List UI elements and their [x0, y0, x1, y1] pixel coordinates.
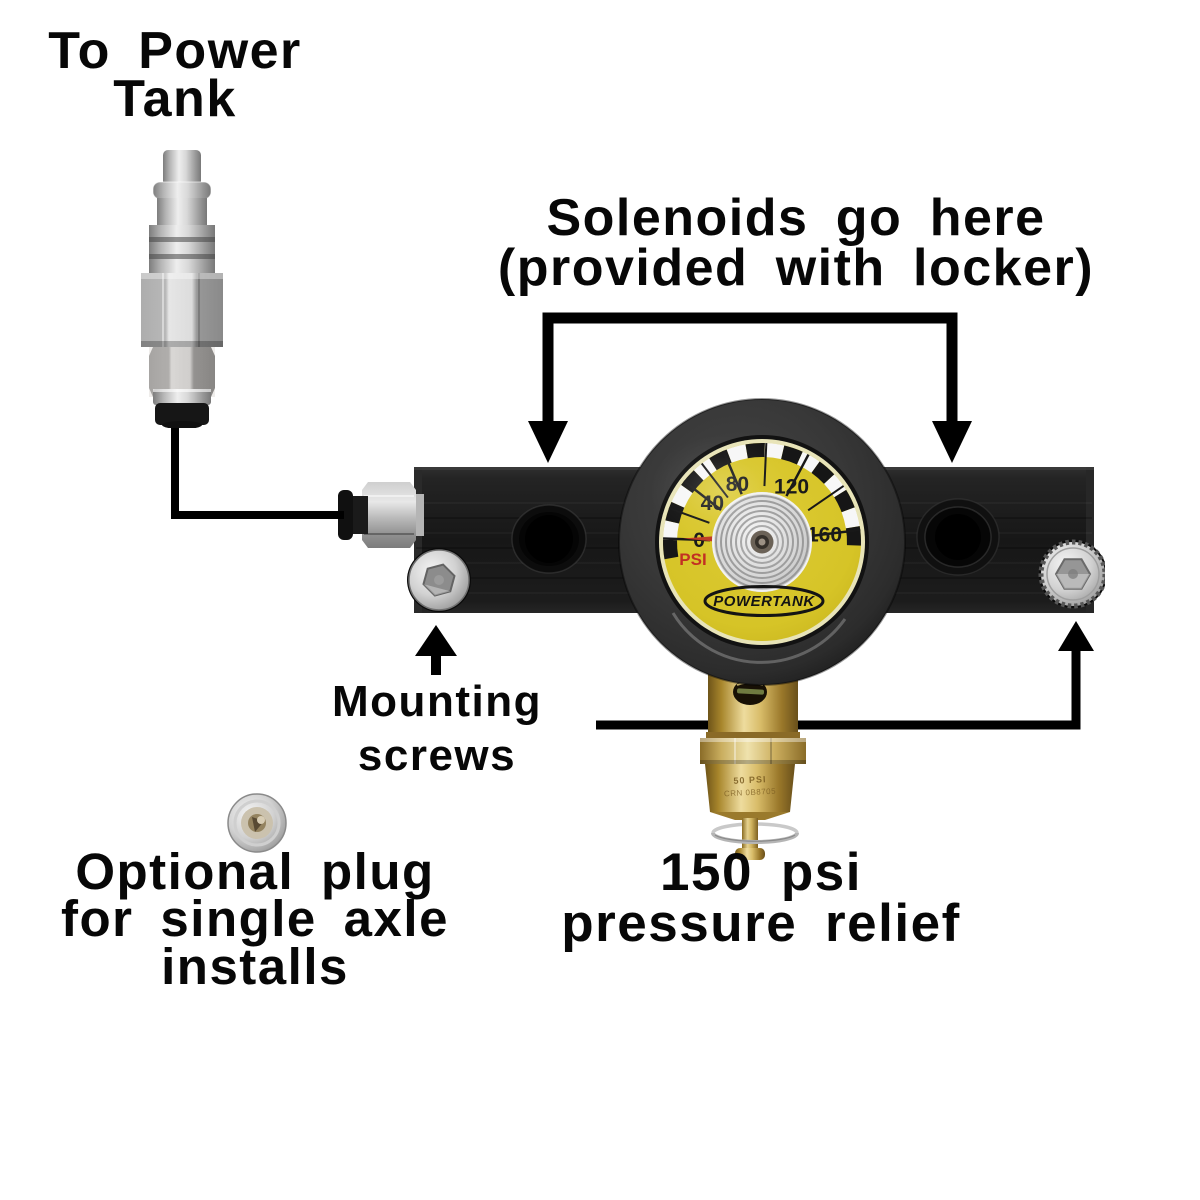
push-connect-fitting	[338, 482, 424, 548]
valve-engraving-2: CRN 0B8705	[724, 787, 777, 799]
label-line: Mounting	[332, 677, 542, 726]
label-optional-plug: Optional plug for single axle installs	[12, 843, 498, 995]
glass-reflection	[650, 435, 790, 545]
label-solenoids: Solenoids go here (provided with locker)	[418, 189, 1174, 298]
optional-plug-illustration	[227, 793, 287, 853]
label-to-power-tank: To Power Tank	[8, 22, 342, 128]
gauge-brand-text: POWERTANK	[713, 593, 815, 610]
label-line: installs	[161, 937, 349, 995]
label-line: for single axle	[61, 890, 449, 948]
mounting-arrowhead-left	[415, 625, 457, 656]
power-tank-connector-line	[171, 419, 344, 519]
label-line: screws	[357, 730, 517, 780]
label-line: Solenoids go here	[546, 189, 1046, 247]
mounting-screw-right	[1038, 539, 1105, 609]
quick-connect-fitting-illustration	[141, 150, 223, 428]
solenoid-port-left	[511, 504, 587, 574]
valve-engraving-1: 50 PSI	[733, 774, 767, 786]
label-pressure-relief: 150 psi pressure relief	[478, 843, 1044, 953]
solenoid-arrowhead-left	[528, 421, 568, 463]
label-line: Tank	[113, 69, 237, 128]
gauge-tick-label: 160	[807, 523, 842, 546]
solenoid-bracket-line	[542, 312, 958, 424]
solenoid-arrowhead-right	[932, 421, 972, 463]
label-line: Optional plug	[75, 843, 435, 900]
pull-ring-front	[711, 832, 799, 844]
label-line: pressure relief	[561, 893, 961, 953]
gauge-brand-badge: POWERTANK	[703, 585, 825, 617]
mounting-screw-left	[407, 548, 471, 612]
label-mounting-screws: Mounting screws	[278, 675, 596, 782]
label-line: (provided with locker)	[497, 239, 1095, 298]
label-line: 150 psi	[660, 843, 862, 902]
fitting-body	[141, 150, 223, 428]
relief-pin	[742, 818, 758, 854]
solenoid-port-right	[916, 498, 1000, 576]
mounting-arrowhead-right	[1058, 621, 1094, 651]
gauge-unit-label: PSI	[679, 550, 706, 569]
label-line: To Power	[48, 22, 302, 80]
